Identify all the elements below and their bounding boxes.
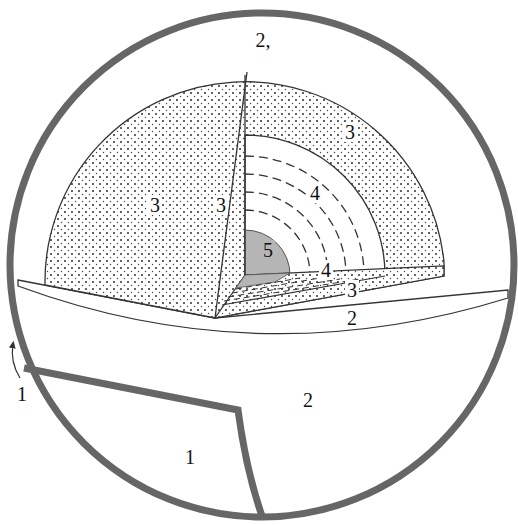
core-face-dashes bbox=[224, 278, 360, 301]
outer-core bbox=[245, 135, 385, 275]
callout-number: 2 bbox=[301, 390, 315, 410]
callout-number: 3 bbox=[214, 195, 228, 215]
pointer-arrow bbox=[12, 344, 20, 378]
callout-number: 1 bbox=[183, 447, 197, 467]
callout-number: 1 bbox=[15, 384, 29, 404]
inner-core bbox=[245, 230, 290, 275]
callout-number: 4 bbox=[319, 260, 333, 280]
callout-number: 3 bbox=[148, 195, 162, 215]
wedge-edge bbox=[244, 75, 245, 275]
callout-number: 2 bbox=[345, 308, 359, 328]
callout-number: 3 bbox=[345, 280, 359, 300]
globe bbox=[10, 13, 514, 517]
crust bbox=[10, 13, 514, 517]
core-face bbox=[236, 273, 290, 288]
callout-number: 4 bbox=[308, 183, 322, 203]
core-dashes bbox=[245, 156, 364, 275]
crust-cut bbox=[24, 368, 262, 516]
callout-number: 5 bbox=[261, 240, 275, 260]
section-line bbox=[222, 276, 385, 305]
callout-number: 3 bbox=[343, 122, 357, 142]
wedge-edge bbox=[215, 72, 247, 318]
callout-number: 2, bbox=[254, 30, 273, 50]
